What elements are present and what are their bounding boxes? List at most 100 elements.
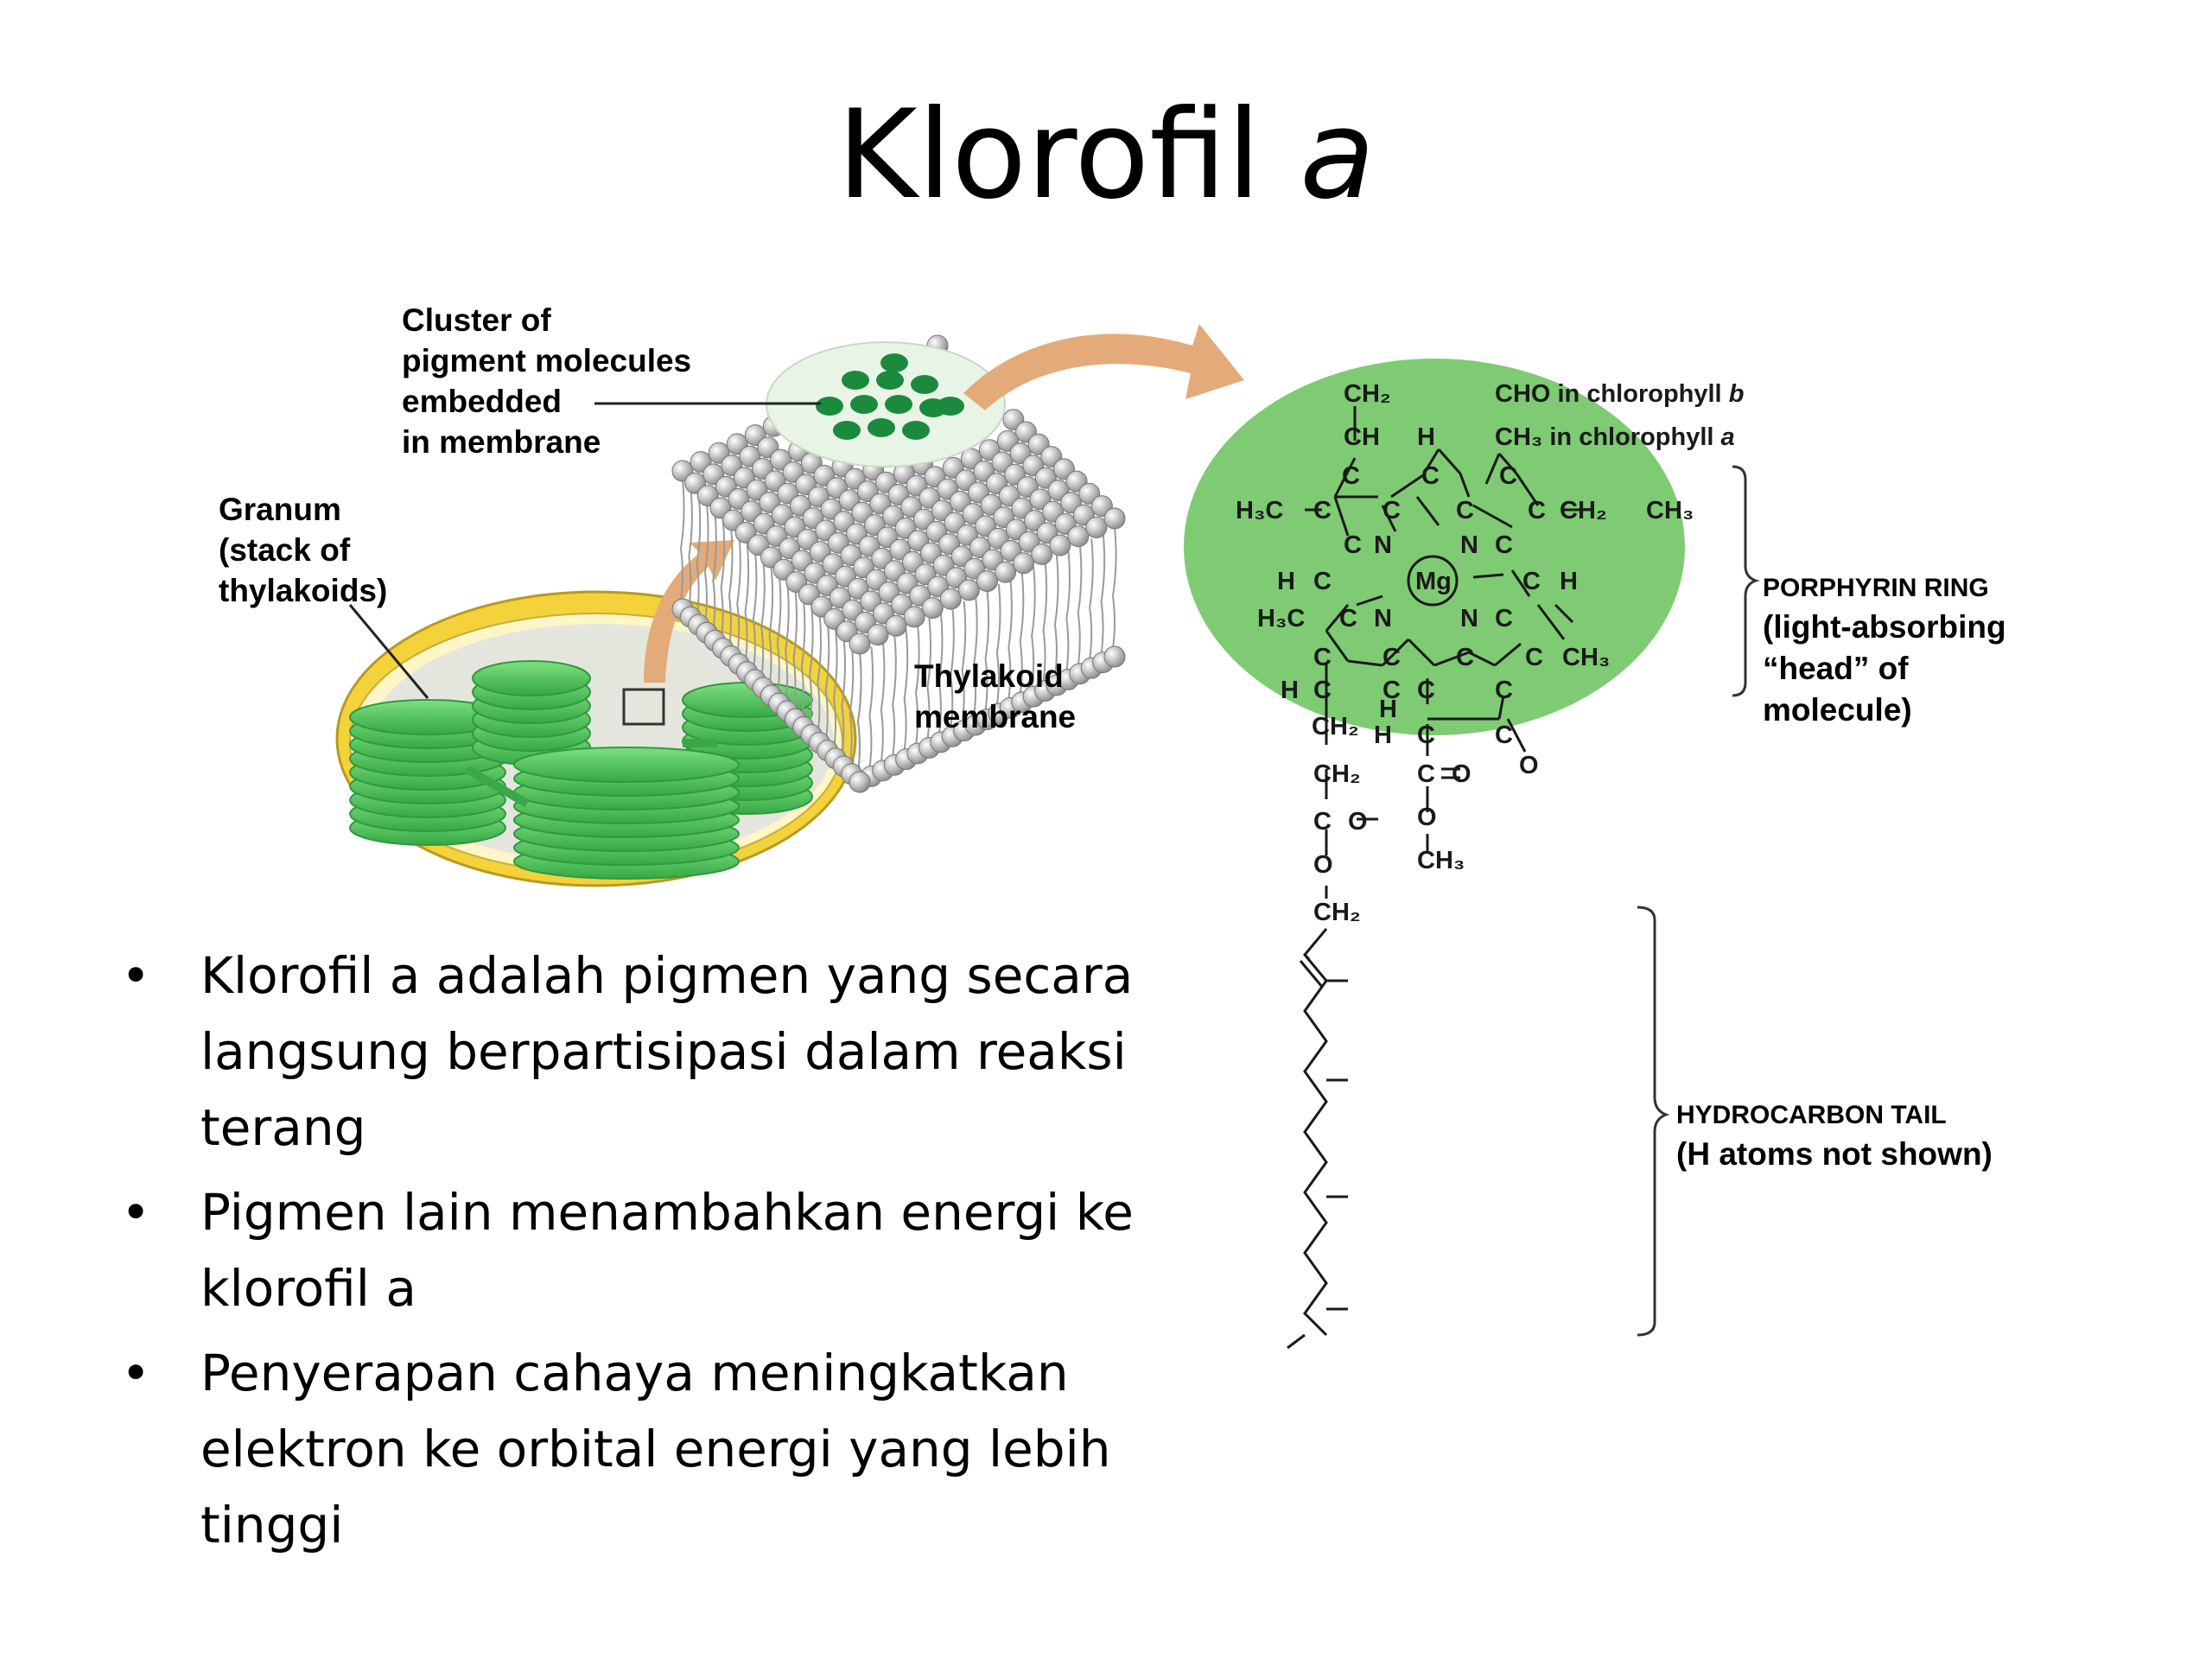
thylakoid-disc (472, 660, 591, 696)
pigment-molecule (850, 395, 878, 414)
granum-label-1: Granum (219, 492, 341, 527)
svg-text:C: C (1313, 497, 1332, 524)
porphyrin-label-2: (light-absorbing (1763, 609, 2006, 645)
chlorophyll-molecule: Mg CH₂ CH H C C C H₃C C C C C CH₂ CH₃ C … (1184, 359, 1760, 1350)
svg-text:C: C (1313, 677, 1332, 704)
pigment-molecule (833, 421, 861, 440)
svg-text:C: C (1495, 605, 1513, 632)
pigment-molecule (880, 353, 908, 372)
lipid-head (957, 579, 980, 601)
lipid-head (976, 570, 998, 592)
zoom-arrow-2 (963, 324, 1244, 410)
svg-text:O: O (1313, 851, 1333, 879)
cluster-label-1: Cluster of (402, 302, 551, 338)
bullet-item-3: •Penyerapan cahaya meningkatkan elektron… (121, 1335, 1201, 1563)
svg-text:N: N (1460, 605, 1478, 632)
svg-text:C: C (1495, 721, 1513, 749)
svg-text:H₃C: H₃C (1236, 497, 1283, 524)
svg-text:C: C (1456, 644, 1474, 671)
zoom-arrow-1 (644, 540, 734, 683)
svg-text:O: O (1452, 760, 1471, 788)
svg-text:C: C (1313, 644, 1332, 671)
svg-text:O: O (1348, 808, 1368, 836)
mg-label: Mg (1415, 568, 1452, 595)
lipid-head (995, 561, 1017, 583)
svg-text:C: C (1382, 677, 1401, 704)
cluster-label-2: pigment molecules (402, 343, 691, 378)
pigment-molecule (885, 395, 912, 414)
lipid-head (1067, 525, 1090, 548)
svg-text:C: C (1417, 677, 1435, 704)
svg-text:CH₂: CH₂ (1312, 713, 1359, 741)
svg-text:C: C (1421, 462, 1440, 490)
svg-text:O: O (1519, 752, 1539, 779)
lipid-head (1085, 516, 1108, 538)
lipid-head (921, 597, 944, 620)
svg-text:C: C (1495, 531, 1513, 559)
cho-note: CHO in chlorophyll b (1495, 380, 1744, 408)
lipid-head (849, 632, 871, 655)
granum-label-3: thylakoids) (219, 573, 387, 608)
lipid-head (1049, 534, 1071, 556)
porphyrin-head (1184, 359, 1685, 735)
svg-text:N: N (1374, 531, 1392, 559)
lipid-head (1103, 507, 1126, 530)
svg-text:O: O (1417, 804, 1437, 831)
svg-text:C: C (1528, 497, 1546, 524)
cluster-label-4: in membrane (402, 424, 601, 460)
svg-text:C: C (1495, 677, 1513, 704)
zoom-box (622, 688, 665, 726)
svg-text:CH₂: CH₂ (1313, 899, 1361, 926)
title-main: Klorofil (836, 84, 1262, 226)
pigment-molecule (937, 397, 964, 416)
hydrocarbon-label-2: (H atoms not shown) (1676, 1136, 1993, 1172)
lipid-head (903, 606, 925, 628)
svg-text:C: C (1313, 808, 1332, 836)
pigment-molecule (842, 371, 869, 390)
bullet-dot: • (121, 946, 151, 1005)
porphyrin-brace (1732, 465, 1760, 697)
porphyrin-label-3: “head” of (1763, 651, 1909, 686)
svg-text:C: C (1339, 605, 1357, 632)
ring-atoms: CH₂ CH H C C C H₃C C C C C CH₂ CH₃ C N N… (1236, 380, 1694, 926)
bullet-item-1: •Klorofil a adalah pigmen yang secara la… (121, 938, 1201, 1166)
svg-text:H: H (1379, 696, 1397, 723)
porphyrin-label-1: PORPHYRIN RING (1763, 574, 1989, 602)
svg-text:H: H (1417, 423, 1435, 451)
granum-label-2: (stack of (219, 532, 351, 568)
bullet-dot: • (121, 1183, 151, 1242)
hydrocarbon-label-1: HYDROCARBON TAIL (1676, 1101, 1947, 1129)
svg-text:C: C (1313, 568, 1332, 595)
lipid-head (939, 588, 962, 610)
granum-pointer (348, 604, 429, 699)
bullet-item-2: •Pigmen lain menambahkan energi ke kloro… (121, 1174, 1201, 1326)
svg-text:H: H (1374, 721, 1392, 749)
porphyrin-label-4: molecule) (1763, 692, 1912, 728)
thylakoid-membrane-block (594, 334, 1126, 793)
svg-text:CH₂: CH₂ (1313, 760, 1361, 788)
pigment-molecule (902, 421, 930, 440)
hydrocarbon-brace (1637, 906, 1670, 1337)
bullet-list: •Klorofil a adalah pigmen yang secara la… (121, 938, 1201, 1572)
svg-text:CH₂: CH₂ (1560, 497, 1607, 524)
lipid-head (885, 614, 907, 637)
svg-text:C: C (1525, 644, 1543, 671)
hydrocarbon-tail (1303, 928, 1328, 1337)
svg-text:C: C (1522, 568, 1541, 595)
svg-text:CH₃: CH₃ (1646, 497, 1694, 524)
svg-text:H: H (1560, 568, 1578, 595)
svg-text:C: C (1417, 760, 1435, 788)
pigment-molecule (876, 371, 904, 390)
svg-text:C: C (1344, 531, 1362, 559)
thylakoid-disc (513, 747, 740, 783)
svg-text:N: N (1374, 605, 1392, 632)
pigment-molecule (868, 418, 895, 437)
lipid-head (849, 771, 871, 793)
pigment-molecule (816, 397, 843, 416)
mg-ring (1407, 555, 1459, 607)
svg-text:C: C (1382, 497, 1401, 524)
svg-text:CH₂: CH₂ (1344, 380, 1391, 408)
slide-title: Klorofil a (0, 82, 2212, 229)
ring-bonds (1305, 406, 1590, 899)
